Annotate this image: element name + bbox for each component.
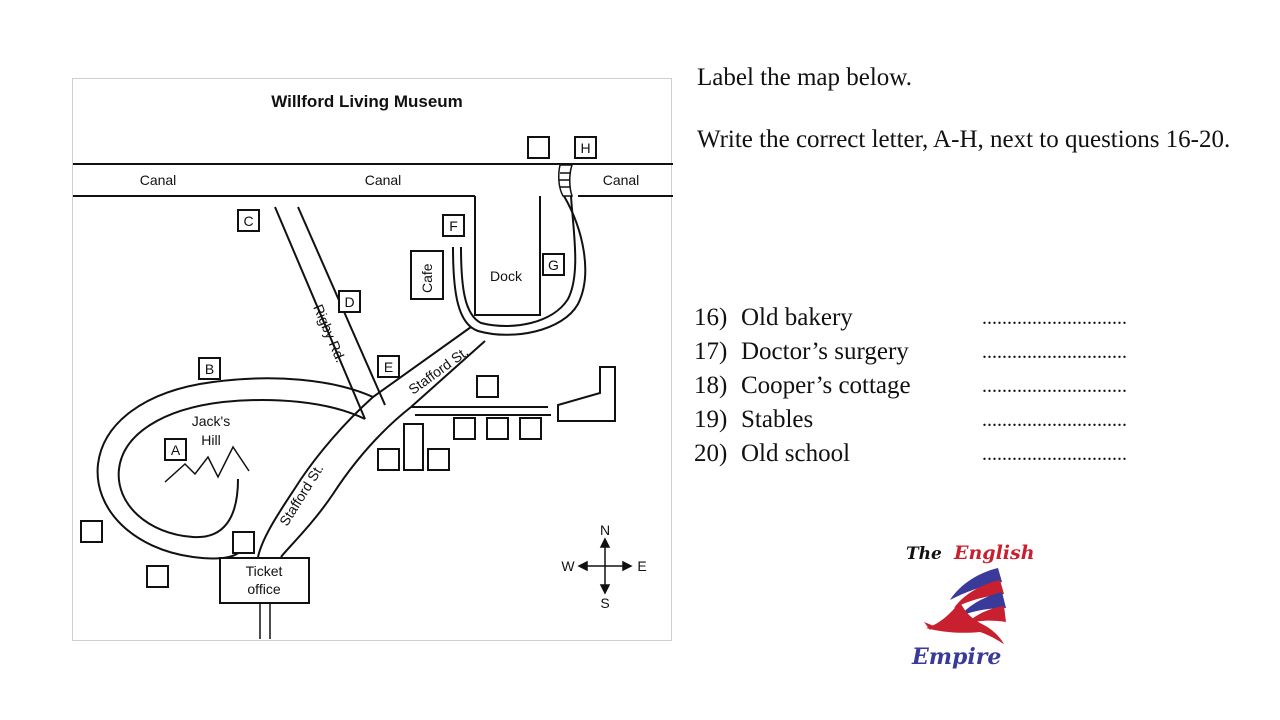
marker-E: E xyxy=(377,355,400,378)
marker-A-letter: A xyxy=(171,442,181,458)
marker-F: F xyxy=(442,214,465,237)
logo-empire: Empire xyxy=(912,644,1002,670)
question-text: Cooper’s cottage xyxy=(741,372,911,399)
question-text: Stables xyxy=(741,406,814,433)
answer-blank[interactable]: ............................. xyxy=(982,341,1127,363)
canal-label-east: Canal xyxy=(603,172,640,188)
ticket-office-label-line1: Ticket xyxy=(246,563,283,579)
instruction-label-map: Label the map below. xyxy=(697,64,912,91)
question-text: Old school xyxy=(741,440,851,467)
cafe-label: Cafe xyxy=(419,263,435,293)
marker-A: A xyxy=(164,438,187,461)
ticket-office-building xyxy=(219,557,310,604)
marker-C: C xyxy=(237,209,260,232)
english-empire-logo: The English Empire xyxy=(900,540,1050,680)
compass-south: S xyxy=(600,595,609,611)
marker-H: H xyxy=(574,136,597,159)
question-text: Old bakery xyxy=(741,304,853,331)
dock-loop-road xyxy=(452,195,587,336)
question-18: 18) Cooper’s cottage ...................… xyxy=(694,369,1234,403)
question-19: 19) Stables ............................… xyxy=(694,403,1234,437)
stafford-street-upper xyxy=(372,326,486,408)
compass-west: W xyxy=(561,558,575,574)
marker-C-letter: C xyxy=(243,213,253,229)
question-number: 16) xyxy=(694,304,728,331)
compass-east: E xyxy=(637,558,646,574)
instruction-write-letter: Write the correct letter, A-H, next to q… xyxy=(697,126,1231,153)
question-20: 20) Old school .........................… xyxy=(694,437,1234,471)
question-number: 20) xyxy=(694,440,728,467)
answer-blank[interactable]: ............................. xyxy=(982,443,1127,465)
compass-rose xyxy=(577,537,633,595)
stafford-street-lower xyxy=(257,396,412,558)
canal-label-middle: Canal xyxy=(365,172,402,188)
marker-E-letter: E xyxy=(384,359,393,375)
hill-peaks-icon xyxy=(164,445,250,483)
logo-the: The xyxy=(906,544,942,564)
map-title: Willford Living Museum xyxy=(271,92,463,111)
canal-label-west: Canal xyxy=(140,172,177,188)
jacks-hill-label-line2: Hill xyxy=(201,432,220,448)
question-text: Doctor’s surgery xyxy=(741,338,909,365)
answer-blank[interactable]: ............................. xyxy=(982,307,1127,329)
canal xyxy=(73,163,673,197)
answer-blank[interactable]: ............................. xyxy=(982,375,1127,397)
museum-map: Willford Living Museum Canal Canal Canal… xyxy=(72,78,673,641)
logo-english: English xyxy=(954,542,1035,564)
east-side-road xyxy=(411,406,551,416)
question-17: 17) Doctor’s surgery ...................… xyxy=(694,335,1234,369)
unlabeled-buildings xyxy=(80,136,616,588)
marker-D-letter: D xyxy=(344,294,354,310)
jacks-hill-label-line1: Jack's xyxy=(192,413,230,429)
marker-B-letter: B xyxy=(205,361,214,377)
question-number: 18) xyxy=(694,372,728,399)
marker-D: D xyxy=(338,290,361,313)
ticket-office-label-line2: office xyxy=(247,581,280,597)
eagle-icon xyxy=(924,568,1006,644)
stafford-street-lower-label: Stafford St. xyxy=(276,461,327,529)
jacks-hill-road xyxy=(96,377,374,560)
marker-G: G xyxy=(542,253,565,276)
compass-north: N xyxy=(600,522,610,538)
answer-blank[interactable]: ............................. xyxy=(982,409,1127,431)
cafe-building xyxy=(410,250,444,300)
instructions: Label the map below. Write the correct l… xyxy=(697,62,1267,155)
dock xyxy=(474,196,541,316)
question-16: 16) Old bakery .........................… xyxy=(694,301,1234,335)
dock-label: Dock xyxy=(490,268,523,284)
marker-F-letter: F xyxy=(449,218,458,234)
ticket-office-entrance xyxy=(259,603,271,639)
question-list: 16) Old bakery .........................… xyxy=(694,301,1234,471)
question-number: 19) xyxy=(694,406,728,433)
canal-bridge xyxy=(558,164,574,197)
question-number: 17) xyxy=(694,338,728,365)
marker-H-letter: H xyxy=(580,140,590,156)
marker-G-letter: G xyxy=(548,257,559,273)
marker-B: B xyxy=(198,357,221,380)
map-drawing: Willford Living Museum Canal Canal Canal… xyxy=(73,92,673,639)
